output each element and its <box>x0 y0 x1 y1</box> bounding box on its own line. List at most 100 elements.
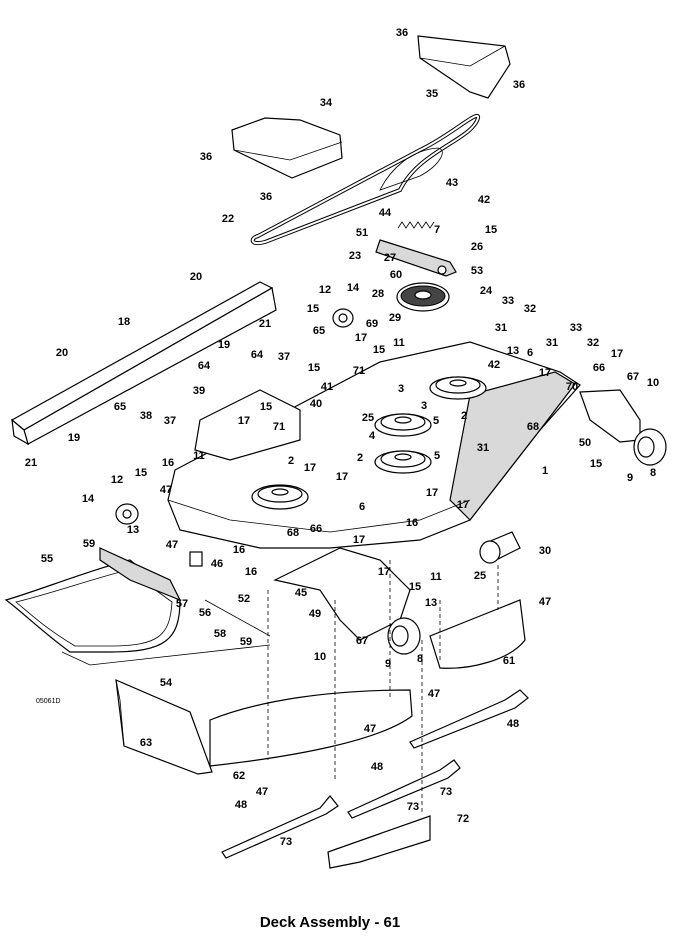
baffle-61 <box>429 599 526 669</box>
callout-59: 59 <box>83 538 95 550</box>
callout-37: 37 <box>164 415 176 427</box>
callout-8: 8 <box>650 467 656 479</box>
callout-17: 17 <box>353 534 365 546</box>
callout-35: 35 <box>426 88 438 100</box>
callout-71: 71 <box>273 421 285 433</box>
callout-10: 10 <box>314 651 326 663</box>
callout-15: 15 <box>409 581 421 593</box>
callout-20: 20 <box>56 347 68 359</box>
callout-68: 68 <box>287 527 299 539</box>
callout-66: 66 <box>310 523 322 535</box>
gauge-wheel-8-left <box>387 617 421 655</box>
callout-32: 32 <box>524 303 536 315</box>
callout-34: 34 <box>320 97 333 109</box>
callout-17: 17 <box>304 462 316 474</box>
drawing-code: 05061D <box>36 698 61 705</box>
callout-30: 30 <box>539 545 551 557</box>
callout-39: 39 <box>193 385 205 397</box>
discharge-chute-55 <box>4 547 182 653</box>
gauge-wheel-bracket-right <box>579 389 641 443</box>
callout-47: 47 <box>539 596 551 608</box>
callout-8: 8 <box>417 653 423 665</box>
callout-60: 60 <box>390 269 402 281</box>
callout-15: 15 <box>307 303 319 315</box>
callout-3: 3 <box>398 383 404 395</box>
idler-pulley-28 <box>396 282 450 312</box>
baffle-63 <box>115 679 213 775</box>
callout-53: 53 <box>471 265 483 277</box>
callout-38: 38 <box>140 410 152 422</box>
callout-16: 16 <box>162 457 174 469</box>
callout-67: 67 <box>356 635 368 647</box>
chute-assembly-bracket-54 <box>61 644 271 666</box>
callout-42: 42 <box>488 359 500 371</box>
callout-69: 69 <box>366 318 378 330</box>
callout-45: 45 <box>295 587 307 599</box>
callout-17: 17 <box>355 332 367 344</box>
callout-6: 6 <box>527 347 533 359</box>
deck-housing-1 <box>167 341 581 549</box>
callout-43: 43 <box>446 177 458 189</box>
callout-47: 47 <box>160 484 172 496</box>
chute-bracket-46 <box>189 551 203 567</box>
callout-73: 73 <box>280 836 292 848</box>
callout-41: 41 <box>321 381 333 393</box>
callout-24: 24 <box>480 285 493 297</box>
callout-19: 19 <box>218 339 230 351</box>
callout-62: 62 <box>233 770 245 782</box>
callout-48: 48 <box>235 799 247 811</box>
callout-47: 47 <box>166 539 178 551</box>
callout-40: 40 <box>310 398 322 410</box>
callout-15: 15 <box>373 344 385 356</box>
callout-17: 17 <box>611 348 623 360</box>
side-rail-18 <box>10 281 277 446</box>
callout-11: 11 <box>393 337 405 349</box>
callout-4: 4 <box>369 430 376 442</box>
mulch-plate-72 <box>327 815 431 869</box>
callout-73: 73 <box>440 786 452 798</box>
callout-58: 58 <box>214 628 226 640</box>
callout-37: 37 <box>278 351 290 363</box>
callout-36: 36 <box>513 79 525 91</box>
chute-rod-58 <box>204 599 271 637</box>
belt-cover-34 <box>231 117 343 179</box>
callout-47: 47 <box>256 786 268 798</box>
callout-22: 22 <box>222 213 234 225</box>
callout-63: 63 <box>140 737 152 749</box>
callout-51: 51 <box>356 227 368 239</box>
callout-13: 13 <box>425 597 437 609</box>
callout-6: 6 <box>359 501 365 513</box>
callout-27: 27 <box>384 252 396 264</box>
callout-17: 17 <box>238 415 250 427</box>
callout-17: 17 <box>378 566 390 578</box>
callout-5: 5 <box>434 450 440 462</box>
spindle-pulley-right <box>429 376 487 400</box>
callout-16: 16 <box>233 544 245 556</box>
callout-11: 11 <box>193 450 205 462</box>
callout-25: 25 <box>362 412 374 424</box>
callout-17: 17 <box>336 471 348 483</box>
callout-36: 36 <box>260 191 272 203</box>
callout-21: 21 <box>25 457 37 469</box>
callout-21: 21 <box>259 318 271 330</box>
callout-12: 12 <box>111 474 123 486</box>
callout-57: 57 <box>176 598 188 610</box>
callout-33: 33 <box>570 322 582 334</box>
drive-belt-22 <box>250 114 480 246</box>
callout-48: 48 <box>507 718 519 730</box>
callout-17: 17 <box>457 499 469 511</box>
callout-70: 70 <box>566 381 578 393</box>
callout-16: 16 <box>245 566 257 578</box>
callout-47: 47 <box>428 688 440 700</box>
spring-44 <box>397 221 435 229</box>
callout-15: 15 <box>590 458 602 470</box>
callout-71: 71 <box>353 365 365 377</box>
callout-2: 2 <box>357 452 363 464</box>
callout-9: 9 <box>627 472 633 484</box>
callout-14: 14 <box>347 282 360 294</box>
callout-15: 15 <box>135 467 147 479</box>
callout-72: 72 <box>457 813 469 825</box>
callout-5: 5 <box>433 415 439 427</box>
spindle-pulley-left <box>251 484 309 510</box>
